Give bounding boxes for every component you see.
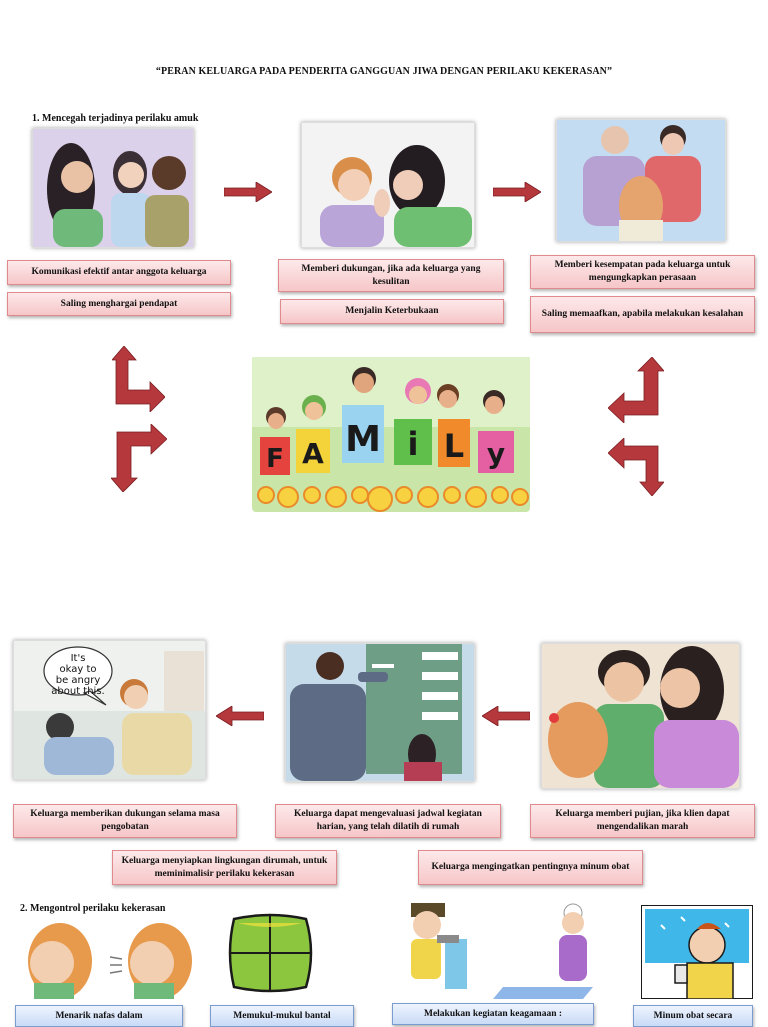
religious-activity-illustration [383,899,603,1001]
deep-breathing-illustration [10,917,196,999]
family-banner-illustration: F A M i L y [252,357,530,512]
corner-arrow-icon [608,438,664,496]
section-1-box-4: Menjalin Keterbukaan [280,299,504,324]
section-1-box-1: Komunikasi efektif antar anggota keluarg… [7,260,231,285]
family-letter-l: L [444,427,464,465]
family-letter-i: i [408,425,419,463]
corner-arrow-icon [112,346,165,412]
middle-box-2: Keluarga dapat mengevaluasi jadwal kegia… [275,804,501,838]
section-1-box-6: Saling memaafkan, apabila melakukan kesa… [530,296,755,333]
family-letter-a: A [302,437,324,470]
evaluating-schedule-illustration [285,643,475,782]
middle-box-1: Keluarga memberikan dukungan selama masa… [13,804,237,838]
family-talking-illustration [32,128,194,248]
section-2-heading: 2. Mengontrol perilaku kekerasan [20,903,166,914]
middle-box-3: Keluarga memberi pujian, jika klien dapa… [530,804,755,838]
section-1-box-3: Memberi dukungan, jika ada keluarga yang… [278,259,504,292]
corner-arrow-icon [111,424,167,492]
pillow-illustration [226,911,314,995]
taking-medicine-illustration [641,905,753,999]
arrow-left-icon [216,706,264,726]
arrow-left-icon [482,706,530,726]
mother-comforting-child-illustration [301,122,475,248]
section-1-box-2: Saling menghargai pendapat [7,292,231,316]
section-1-box-5: Memberi kesempatan pada keluarga untuk m… [530,255,755,289]
middle-box-4: Keluarga menyiapkan lingkungan dirumah, … [112,850,337,885]
family-letter-f: F [266,444,284,474]
family-letter-y: y [487,437,505,470]
praising-client-illustration [541,643,740,789]
arrow-right-icon [493,182,541,202]
corner-arrow-icon [608,357,664,423]
page-title: “PERAN KELUARGA PADA PENDERITA GANGGUAN … [155,66,613,77]
section-1-heading: 1. Mencegah terjadinya perilaku amuk [32,113,199,124]
section-2-box-3: Melakukan kegiatan keagamaan : [392,1003,594,1025]
arrow-right-icon [224,182,272,202]
family-listening-illustration [556,119,726,242]
family-letter-m: M [345,419,381,460]
middle-box-5: Keluarga mengingatkan pentingnya minum o… [418,850,643,885]
